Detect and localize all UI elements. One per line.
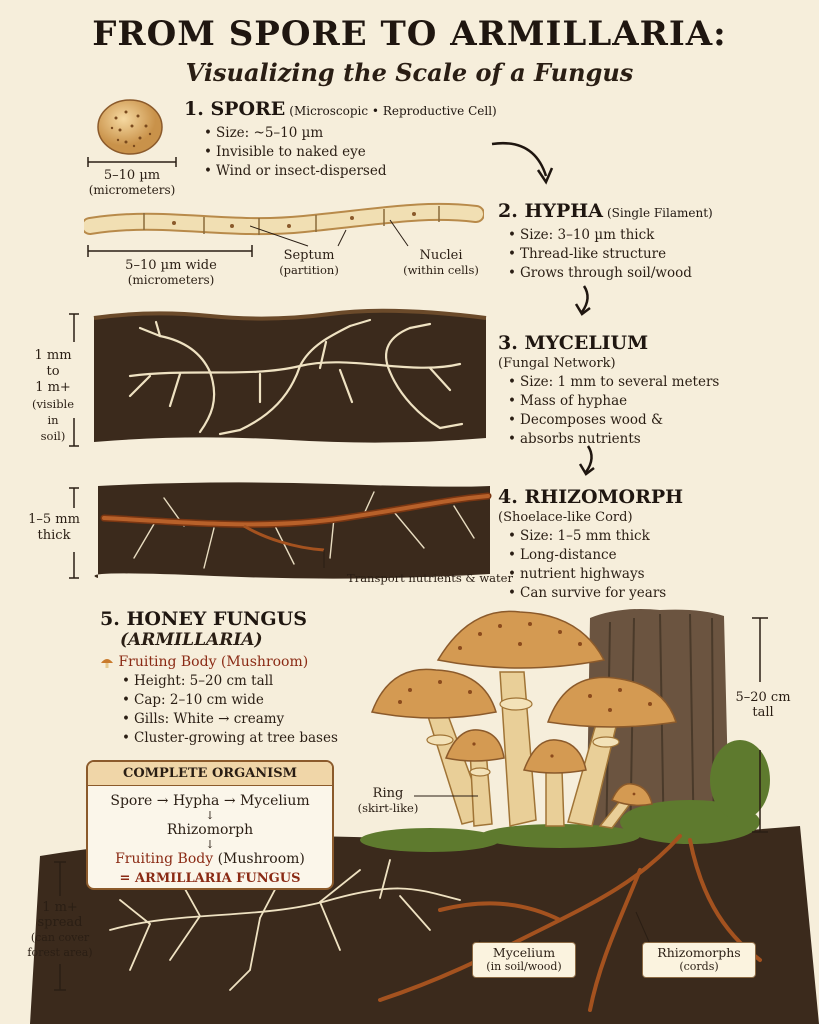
mycelium-facts: Size: 1 mm to several metersMass of hyph… (506, 373, 719, 449)
lifecycle-arrow-1: ↓ (205, 809, 215, 822)
complete-organism-box: COMPLETE ORGANISM Spore → Hypha → Myceli… (86, 760, 334, 890)
mycelium-scale-bar (69, 313, 79, 447)
spore-heading: 1. SPORE (184, 98, 286, 120)
honey-facts: Height: 5–20 cm tallCap: 2–10 cm wideGil… (120, 672, 338, 748)
lifecycle-arrow-2: ↓ (205, 838, 215, 851)
honey-subheading: (ARMILLARIA) (120, 630, 263, 650)
rhizomorph-facts: Size: 1–5 mm thickLong-distance nutrient… (506, 527, 683, 603)
hypha-facts: Size: 3–10 µm thickThread-like structure… (506, 226, 713, 283)
rhizomorph-subheading: (Shoelace-like Cord) (498, 510, 633, 525)
mycelium-heading: 3. MYCELIUM (498, 332, 649, 354)
page-subtitle: Visualizing the Scale of a Fungus (185, 58, 634, 87)
lifecycle-line-2: Rhizomorph (166, 822, 254, 838)
hypha-scale-label: 5–10 µm wide (micrometers) (125, 258, 217, 287)
nuclei-label: Nuclei(within cells) (403, 248, 479, 277)
rhizomorph-soil-illustration (94, 482, 492, 579)
mycelium-tag: Mycelium(in soil/wood) (472, 942, 576, 978)
complete-organism-heading: COMPLETE ORGANISM (88, 762, 332, 786)
spore-scale-label: 5–10 µm (micrometers) (88, 168, 176, 197)
arrow-spore-to-hypha (491, 141, 554, 185)
honey-fungus-scene (30, 609, 819, 1024)
hypha-callout-lines (250, 219, 409, 247)
spore-subheading: (Microscopic • Reproductive Cell) (289, 104, 497, 118)
lifecycle-result: = ARMILLARIA FUNGUS (119, 871, 301, 886)
page-title: FROM SPORE TO ARMILLARIA: (92, 14, 727, 54)
hypha-scale-bar (87, 245, 253, 257)
mycelium-subheading: (Fungal Network) (498, 356, 616, 371)
lifecycle-fruiting: Fruiting Body (115, 851, 214, 867)
septum-label: Septum(partition) (279, 248, 339, 277)
arrow-mycelium-to-rhizomorph (578, 445, 595, 476)
spore-facts: Size: ~5–10 µmInvisible to naked eyeWind… (202, 124, 497, 181)
rhizomorph-scale-bar (69, 487, 79, 579)
ring-label: Ring(skirt-like) (357, 786, 419, 815)
mycelium-soil-illustration (93, 308, 487, 443)
spore-scale-bar (87, 157, 177, 167)
lifecycle-mushroom: (Mushroom) (217, 851, 305, 867)
arrow-hypha-to-mycelium (574, 285, 591, 316)
mushroom-icon (100, 656, 114, 668)
honey-heading: 5. HONEY FUNGUS (100, 608, 307, 630)
rhizomorphs-tag: Rhizomorphs(cords) (642, 942, 756, 978)
fruiting-body-label: Fruiting Body (Mushroom) (118, 654, 309, 670)
hypha-subheading: (Single Filament) (606, 206, 713, 220)
rhizomorph-note: Transport nutrients & water (347, 571, 513, 585)
lifecycle-line-1: Spore → Hypha → Mycelium (110, 793, 310, 809)
rhizomorph-heading: 4. RHIZOMORPH (498, 486, 684, 508)
hypha-illustration (84, 202, 484, 236)
hypha-heading: 2. HYPHA (498, 200, 603, 222)
spore-illustration (97, 99, 163, 155)
